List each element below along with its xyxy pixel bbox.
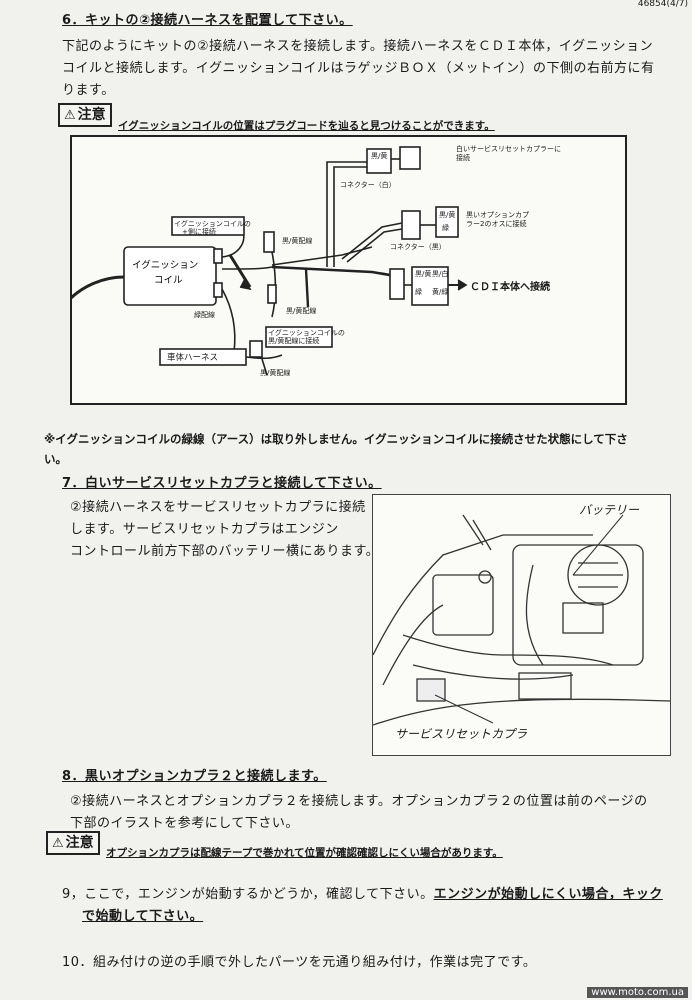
caution-text-step6: イグニッションコイルの位置はプラグコードを辿ると見つけることができます。 (118, 120, 495, 132)
coil-minus-line2: 黒/黄配線に接続 (268, 337, 320, 345)
step6-body-line1: 下記のようにキットの②接続ハーネスを接続します。接続ハーネスをＣＤＩ本体，イグニ… (62, 39, 654, 54)
step8-heading: 8．黒いオプションカプラ２と接続します。 (62, 769, 327, 784)
body-harness-label: 車体ハーネス (167, 353, 219, 363)
connector-black-label: コネクター（黒） (390, 243, 446, 251)
cdi-connect-label: ＣＤＩ本体へ接続 (470, 282, 550, 293)
caution-box-step6: ⚠注意 (58, 103, 112, 127)
cdi-pin-3: 緑 (415, 288, 422, 296)
cdi-pin-1: 黒/黄 (415, 270, 432, 278)
step7-body-line3: コントロール前方下部のバッテリー横にあります。 (70, 544, 380, 559)
ground-note-line1: イグニッションコイルの (174, 220, 251, 228)
caution-label-2: 注意 (65, 835, 94, 851)
green-wire-label: 緑配線 (194, 311, 215, 319)
step7-heading: 7．白いサービスリセットカプラと接続して下さい。 (62, 476, 382, 491)
black-connector-pin-1: 黒/黄 (439, 211, 456, 219)
black-connector-pin-2: 緑 (442, 224, 449, 232)
coil-label-2: コイル (154, 275, 183, 286)
caution-box-step8: ⚠注意 (46, 831, 100, 855)
black-coupler-line2: ラー2のオスに接続 (466, 220, 527, 228)
step7-body-line1: ②接続ハーネスをサービスリセットカプラに接続 (70, 500, 366, 515)
step6-body-line2: コイルと接続します。イグニッションコイルはラゲッジＢＯＸ（メットイン）の下側の右… (62, 61, 655, 76)
caution-text-step8: オプションカプラは配線テープで巻かれて位置が確認確認しにくい場合があります。 (106, 847, 503, 859)
white-coupler-line1: 白いサービスリセットカプラーに (456, 145, 561, 153)
step6-body-line3: ります。 (62, 83, 115, 98)
wiring-diagram: イグニッション コイル イグニッションコイルの +側に接続 緑配線 車体ハーネス… (68, 135, 627, 405)
footer-watermark: www.moto.com.ua (587, 987, 688, 998)
page-reference: 46854(4/7) (637, 0, 688, 9)
cdi-pin-4: 黄/緑 (432, 288, 449, 296)
step8-body-line2: 下部のイラストを参考にして下さい。 (70, 816, 299, 831)
battery-sketch (372, 514, 671, 726)
step10-text: 10．組み付けの逆の手順で外したパーツを元通り組み付け，作業は完了です。 (62, 955, 537, 970)
ground-notice-line2: い。 (44, 452, 67, 466)
coil-minus-line1: イグニッションコイルの (268, 329, 345, 337)
connector-white-label: コネクター（白） (340, 181, 396, 189)
battery-label: バッテリー (579, 503, 640, 517)
step9-line1: 9，ここで，エンジンが始動するかどうか，確認して下さい。エンジンが始動しにくい場… (62, 884, 663, 905)
black-coupler-line1: 黒いオプションカプ (466, 211, 529, 219)
coil-label-1: イグニッション (132, 259, 198, 271)
battery-photo: バッテリー サービスリセットカプラ (372, 494, 671, 756)
caution-label: 注意 (77, 107, 106, 123)
step9-emphasis-text: エンジンが始動しにくい場合，キック (433, 887, 663, 902)
step8-body-line1: ②接続ハーネスとオプションカプラ２を接続します。オプションカプラ２の位置は前のペ… (70, 794, 648, 809)
ground-note-line2: +側に接続 (182, 228, 216, 236)
black-yellow-label-1: 黒/黄配線 (282, 237, 313, 245)
wiring-diagram-svg: イグニッション コイル (68, 146, 468, 376)
step7-body-line2: します。サービスリセットカプラはエンジン (70, 522, 339, 537)
warning-triangle-icon-2: ⚠ (52, 836, 64, 851)
step9-line2: で始動して下さい。 (82, 909, 204, 924)
ground-notice-line1: ※イグニッションコイルの緑線（アース）は取り外しません。イグニッションコイルに接… (44, 432, 628, 446)
black-yellow-label-2: 黒/黄配線 (260, 369, 291, 377)
service-reset-coupler-label: サービスリセットカプラ (395, 725, 528, 742)
step6-heading: 6．キットの②接続ハーネスを配置して下さい。 (62, 13, 353, 28)
cdi-pin-2: 黒/白 (432, 270, 449, 278)
warning-triangle-icon: ⚠ (64, 108, 76, 123)
step9-plain-text: 9，ここで，エンジンが始動するかどうか，確認して下さい。 (62, 887, 434, 902)
white-connector-pin: 黒/黄 (371, 152, 388, 160)
white-coupler-line2: 接続 (456, 154, 470, 162)
black-wire-label: 黒/黄配線 (286, 307, 317, 315)
